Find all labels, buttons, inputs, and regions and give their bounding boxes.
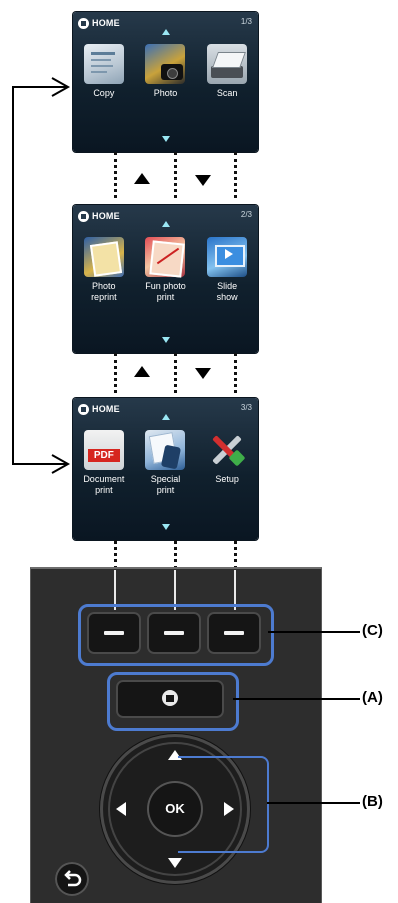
- menu-item-label: Photo: [153, 88, 178, 98]
- menu-item-photo-reprint[interactable]: Photo reprint: [76, 237, 132, 303]
- callout-b: (B): [362, 793, 383, 810]
- menu-item-slide-show[interactable]: Slide show: [199, 237, 255, 303]
- scroll-up-icon: [161, 221, 170, 227]
- special-print-icon: [145, 430, 186, 470]
- setup-icon: [207, 430, 247, 470]
- home-screen-1: HOME 1/3 Copy Photo Scan: [73, 12, 258, 152]
- button-bar: [224, 631, 244, 635]
- screen-header: HOME: [78, 16, 120, 30]
- callout-a: (A): [362, 689, 383, 706]
- copy-icon: [83, 44, 124, 84]
- back-icon: [64, 870, 82, 887]
- back-button[interactable]: [55, 862, 89, 896]
- home-screen-2: HOME 2/3 Photo reprint Fun photo print S…: [73, 205, 258, 353]
- menu-item-photo[interactable]: Photo: [137, 44, 193, 99]
- menu-item-label: Slide show: [216, 281, 238, 302]
- menu-item-label: Scan: [216, 88, 238, 98]
- connector-left: [114, 540, 117, 570]
- menu-item-document-print[interactable]: PDF Document print: [76, 430, 132, 496]
- loop-arrow-head-top: [51, 77, 71, 97]
- scan-icon: [207, 44, 248, 84]
- slide-show-icon: [207, 237, 248, 277]
- callout-line-c: [268, 631, 360, 633]
- screen-header: HOME: [78, 402, 120, 416]
- menu-item-setup[interactable]: Setup: [199, 430, 255, 496]
- photo-icon: [145, 44, 186, 84]
- scroll-up-icon: [161, 29, 170, 35]
- loop-arrow-line: [12, 86, 66, 465]
- connector-right: [234, 540, 237, 570]
- up-arrow-icon: [134, 366, 150, 377]
- connector-right: [234, 353, 237, 393]
- home-button-highlight: [107, 672, 239, 731]
- wheel-inner-ring: [108, 742, 242, 876]
- fun-photo-print-icon: [145, 237, 186, 278]
- menu-item-label: Document print: [83, 474, 125, 495]
- menu-item-label: Fun photo print: [145, 281, 186, 302]
- function-button-right[interactable]: [207, 612, 261, 654]
- menu-item-copy[interactable]: Copy: [76, 44, 132, 99]
- right-arrow-icon[interactable]: [224, 802, 234, 816]
- home-icon: [78, 403, 89, 415]
- button-bar: [164, 631, 184, 635]
- screen-header: HOME: [78, 209, 120, 223]
- navigation-wheel[interactable]: OK: [100, 734, 250, 884]
- page-indicator: 2/3: [240, 210, 252, 219]
- screen-title: HOME: [92, 404, 120, 414]
- left-arrow-icon[interactable]: [116, 802, 126, 816]
- menu-item-label: Setup: [215, 474, 239, 484]
- down-arrow-icon: [195, 368, 211, 379]
- connector-left: [114, 152, 117, 198]
- function-button-center[interactable]: [147, 612, 201, 654]
- connector-center: [174, 540, 177, 570]
- callout-line-b: [267, 802, 360, 804]
- menu-item-label: Special print: [150, 474, 181, 495]
- up-arrow-icon: [134, 173, 150, 184]
- pdf-badge: PDF: [87, 449, 120, 462]
- menu-item-scan[interactable]: Scan: [199, 44, 255, 99]
- screen-title: HOME: [92, 18, 120, 28]
- screen-title: HOME: [92, 211, 120, 221]
- connector-left: [114, 353, 117, 393]
- ok-label: OK: [165, 801, 185, 816]
- connector-center: [174, 353, 177, 393]
- soft-key-guide-left: [114, 570, 116, 610]
- menu-item-label: Photo reprint: [91, 281, 117, 302]
- loop-arrow-head-bottom: [51, 454, 71, 474]
- loop-arrow: [12, 77, 71, 474]
- connector-center: [174, 152, 177, 198]
- down-arrow-icon: [195, 175, 211, 186]
- home-icon: [162, 690, 178, 706]
- callout-c: (C): [362, 622, 383, 639]
- up-arrow-icon[interactable]: [168, 750, 182, 760]
- photo-reprint-icon: [83, 237, 124, 277]
- soft-key-guide-right: [234, 570, 236, 610]
- home-screen-3: HOME 3/3 PDF Document print Special prin…: [73, 398, 258, 540]
- menu-item-fun-photo-print[interactable]: Fun photo print: [137, 237, 193, 303]
- scroll-down-icon: [161, 337, 170, 343]
- soft-key-guide-center: [174, 570, 176, 610]
- home-icon: [78, 210, 89, 222]
- scroll-down-icon: [161, 524, 170, 530]
- pdf-icon: PDF: [83, 430, 124, 470]
- menu-item-label: Copy: [93, 88, 115, 98]
- home-button[interactable]: [116, 680, 224, 718]
- callout-line-a: [233, 698, 360, 700]
- down-arrow-icon[interactable]: [168, 858, 182, 868]
- button-bar: [104, 631, 124, 635]
- ok-button[interactable]: OK: [147, 781, 203, 837]
- callout-bracket-b: [178, 756, 269, 853]
- page-indicator: 3/3: [240, 403, 252, 412]
- function-buttons-highlight: [78, 604, 274, 666]
- scroll-down-icon: [161, 136, 170, 142]
- function-button-left[interactable]: [87, 612, 141, 654]
- page-indicator: 1/3: [240, 17, 252, 26]
- home-icon: [78, 17, 89, 29]
- menu-item-special-print[interactable]: Special print: [137, 430, 193, 496]
- scroll-up-icon: [161, 414, 170, 420]
- connector-right: [234, 152, 237, 198]
